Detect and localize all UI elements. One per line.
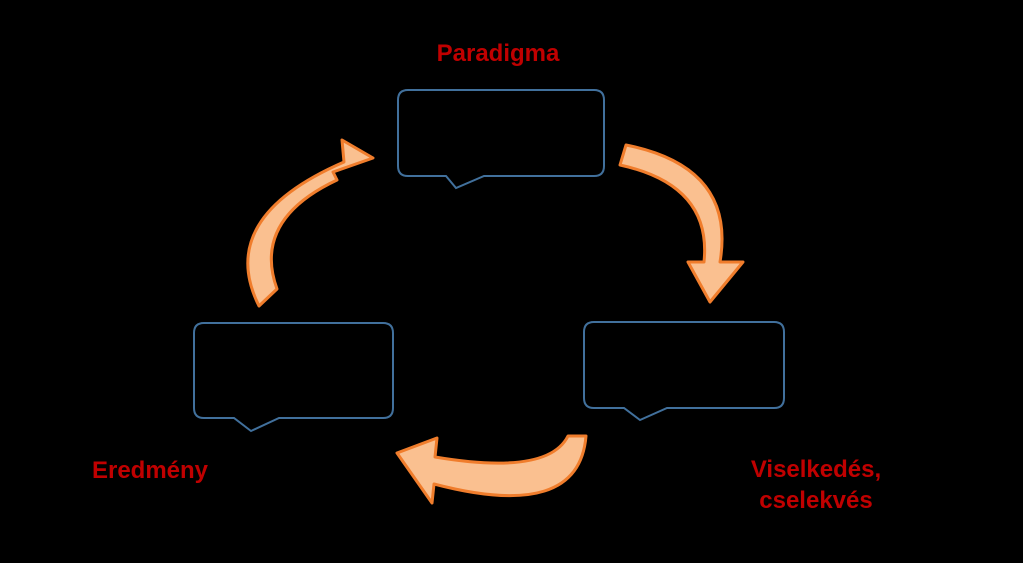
outcome-label: Eredmény (91, 457, 209, 484)
behavior-label-line-2: cselekvés (759, 487, 873, 514)
behavior-label-line-1: Viselkedés, (750, 456, 882, 483)
arrow-behavior-to-outcome (395, 434, 588, 505)
arrow-paradigm-to-behavior (618, 143, 745, 304)
arrow-outcome-to-paradigm (246, 138, 375, 308)
outcome-callout-box (193, 322, 394, 433)
behavior-callout-box (583, 321, 785, 422)
paradigm-label: Paradigma (436, 40, 560, 67)
paradigm-callout-box (397, 89, 605, 190)
behavior-label: Viselkedés, cselekvés (716, 454, 916, 516)
